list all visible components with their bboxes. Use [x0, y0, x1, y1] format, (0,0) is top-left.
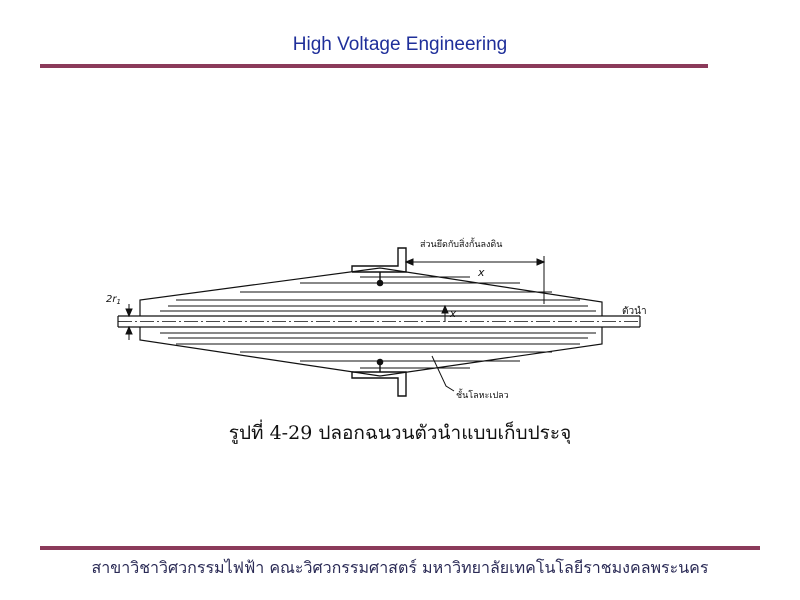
foil-leader — [431, 355, 455, 392]
bottom-rule — [40, 546, 760, 550]
dimension-x-mid — [441, 304, 449, 322]
insulator-outline — [139, 267, 603, 377]
label-radius-sub: 1 — [116, 298, 120, 306]
label-conductor: ตัวนำ — [622, 306, 647, 317]
bushing-diagram: ส่วนยึดกับสิ่งกั้นลงดิน x 2r1 ตัวนำ x ชั… — [106, 237, 647, 401]
top-rule — [40, 64, 708, 68]
dimension-radius — [125, 304, 133, 340]
footer-text: สาขาวิชาวิศวกรรมไฟฟ้า คณะวิศวกรรมศาสตร์ … — [91, 558, 709, 577]
label-ground-flange: ส่วนยึดกับสิ่งกั้นลงดิน — [420, 237, 502, 250]
figure-caption: รูปที่ 4-29 ปลอกฉนวนตัวนำแบบเก็บประจุ — [228, 422, 572, 444]
top-flange — [351, 247, 407, 287]
dimension-x-top — [404, 256, 546, 304]
label-x-top: x — [477, 266, 485, 279]
label-foil-layers: ชั้นโลหะเปลว — [456, 388, 509, 401]
central-conductor — [117, 315, 641, 328]
label-radius-main: 2r — [106, 294, 117, 305]
slide-title: High Voltage Engineering — [292, 34, 508, 55]
label-x-mid: x — [449, 309, 456, 320]
bottom-flange — [351, 358, 407, 397]
label-radius: 2r1 — [106, 294, 121, 306]
foil-layers — [160, 276, 596, 369]
